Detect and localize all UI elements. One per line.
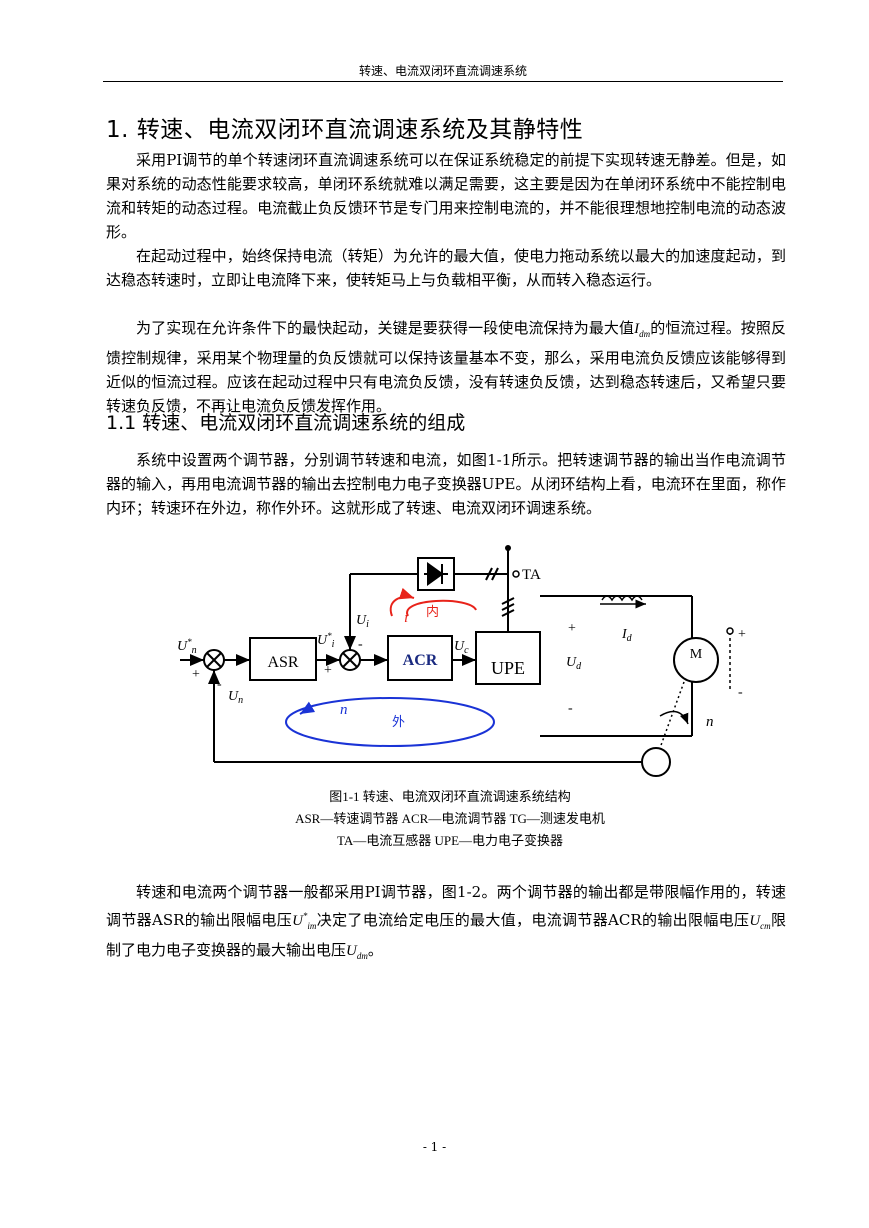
paragraph-5-text-b: 决定了电流给定电压的最大值，电流调节器ACR的输出限幅电压	[316, 911, 750, 929]
udm-symbol: Udm	[346, 943, 368, 961]
minus-sign-field: -	[738, 685, 743, 700]
outer-loop-arrow	[285, 697, 495, 747]
inner-loop-arrow	[406, 599, 477, 617]
un-label: Un	[228, 689, 243, 706]
paragraph-5-text-d: 。	[367, 941, 383, 959]
plus-sign-1: +	[192, 667, 200, 682]
motor-label: M	[690, 647, 703, 662]
control-system-diagram: ASR ACR UPE M TA U*n U*i Ui Uc Ud Id Un …	[177, 545, 746, 777]
paragraph-5-text-a: 转速和电流两个调节器一般都采用PI调节器，图1-2。两个调节器的输出都是带限幅作…	[106, 883, 786, 929]
motor-circle	[673, 637, 719, 683]
header-rule	[103, 81, 783, 82]
paragraph-2: 在起动过程中，始终保持电流（转矩）为允许的最大值，使电力拖动系统以最大的加速度起…	[106, 247, 786, 289]
paragraph-3-text-b: 的恒流过程。按照反馈控制规律，采用某个物理量的负反馈就可以保持该量基本不变，那么…	[106, 319, 786, 415]
paragraph-5-text-c: 限制了电力电子变换器的最大输出电压	[106, 911, 786, 959]
plus-sign-field: +	[738, 627, 746, 642]
upe-label: UPE	[491, 658, 525, 678]
uc-label: Uc	[454, 639, 469, 656]
figure-caption: 图1-1 转速、电流双闭环直流调速系统结构	[329, 789, 571, 804]
speed-label: n	[706, 714, 714, 730]
figure-legend-2: TA—电流互感器 UPE—电力电子变换器	[336, 833, 564, 848]
acr-label: ACR	[403, 652, 438, 669]
inner-loop-symbol: i	[404, 610, 408, 626]
ui-star-label: U*i	[317, 631, 335, 650]
paragraph-4: 系统中设置两个调节器，分别调节转速和电流，如图1-1所示。把转速调节器的输出当作…	[106, 451, 786, 517]
uim-star-symbol: U*im	[292, 911, 317, 931]
ta-label: TA	[522, 567, 541, 583]
running-header: 转速、电流双闭环直流调速系统	[358, 64, 527, 78]
minus-sign-ud: -	[568, 701, 573, 716]
plus-sign-2: +	[324, 663, 332, 678]
paragraph-3-text-a: 为了实现在允许条件下的最快起动，关键是要获得一段使电流保持为最大值	[136, 319, 635, 337]
ucm-symbol: Ucm	[749, 913, 771, 931]
figure-legend-1: ASR—转速调节器 ACR—电流调节器 TG—测速发电机	[295, 811, 605, 826]
inner-loop-label: 内	[426, 604, 439, 619]
paragraph-1: 采用PI调节的单个转速闭环直流调速系统可以在保证系统稳定的前提下实现转速无静差。…	[106, 151, 786, 241]
tachogenerator	[641, 747, 671, 777]
outer-loop-symbol: n	[340, 702, 348, 718]
minus-sign-1: -	[217, 677, 222, 692]
paragraph-3: 为了实现在允许条件下的最快起动，关键是要获得一段使电流保持为最大值Idm的恒流过…	[106, 316, 786, 418]
ui-label: Ui	[356, 613, 369, 630]
un-star-label: U*n	[177, 637, 197, 656]
section-1-title: 1. 转速、电流双闭环直流调速系统及其静特性	[106, 117, 584, 143]
page-number: - 1 -	[422, 1140, 447, 1154]
inductor	[601, 595, 643, 602]
section-1-1-title: 1.1 转速、电流双闭环直流调速系统的组成	[106, 412, 466, 434]
minus-sign-2: -	[358, 637, 363, 652]
ud-label: Ud	[566, 655, 582, 672]
plus-sign-ud: +	[568, 621, 576, 636]
asr-label: ASR	[267, 654, 298, 671]
idm-symbol: Idm	[634, 321, 651, 339]
outer-loop-label: 外	[392, 714, 405, 729]
id-label: Id	[621, 627, 633, 644]
paragraph-5: 转速和电流两个调节器一般都采用PI调节器，图1-2。两个调节器的输出都是带限幅作…	[106, 880, 786, 968]
acr-block	[387, 635, 453, 681]
